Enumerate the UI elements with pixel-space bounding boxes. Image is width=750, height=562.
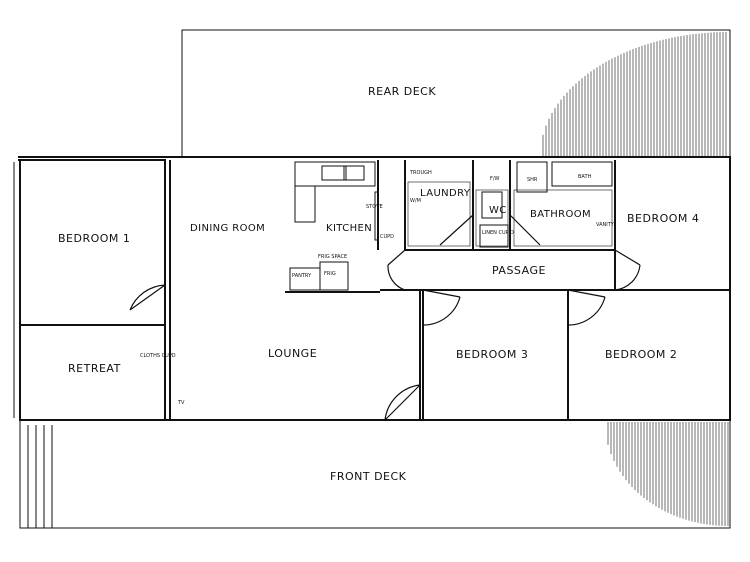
pantry [289,267,321,291]
label-wc: WC [489,205,507,216]
label-frig: FRIG [324,271,336,277]
kitchen-bench-return [294,185,316,223]
bedroom-1-walls [20,159,166,326]
bath [551,161,613,187]
label-pantry: PANTRY [292,273,312,279]
sink-bowl-1 [321,165,347,181]
label-lounge: LOUNGE [268,347,317,360]
label-bedroom-3: BEDROOM 3 [456,348,528,361]
door-bedroom-4 [614,249,641,291]
door-laundry [439,214,474,246]
front-deck-steps [27,425,53,528]
label-wm: W/M [410,198,421,204]
front-deck [19,420,731,529]
stove-bench [374,191,379,241]
interior-walls [20,159,730,420]
laundry-tile-area [407,181,471,247]
label-stove: STOVE [366,204,383,210]
label-front-deck: FRONT DECK [330,470,407,483]
label-vanity: VANITY [596,222,615,228]
sink-bowl-2 [343,165,365,181]
linen-cupboard [479,224,509,248]
wc-tile-area [475,189,509,247]
shower [516,161,548,193]
label-bedroom-4: BEDROOM 4 [627,212,699,225]
label-shr: SHR [527,177,538,183]
door-bedroom-2 [567,289,606,326]
label-bedroom-1: BEDROOM 1 [58,232,130,245]
label-trough: TROUGH [409,170,432,176]
door-passage-west [387,249,406,291]
label-retreat: RETREAT [68,362,121,375]
front-deck-hatching [607,422,729,526]
label-bedroom-2: BEDROOM 2 [605,348,677,361]
label-passage: PASSAGE [492,264,546,277]
label-dining-room: DINING ROOM [190,223,265,234]
door-bathroom [509,214,541,246]
door-front [384,384,421,421]
label-linen-cupd: LINEN CUP'D [482,230,514,236]
rear-deck-hatching [542,32,727,157]
fixtures [289,161,613,291]
label-cupd: CUPD [380,234,394,240]
kitchen-bench [294,161,376,187]
label-frig-space: FRIG SPACE [318,254,347,260]
label-fw: F/W [490,176,500,182]
outer-wall [18,156,731,421]
label-tv: TV [177,400,185,406]
bathroom-tile-area [513,189,613,247]
label-laundry: LAUNDRY [420,188,471,199]
rear-deck-outline [181,29,731,157]
label-bath: BATH [578,174,592,180]
door-bedroom-3 [422,289,461,326]
label-cloths-cupd: CLOTHS CUPD [140,353,176,359]
doors [129,214,641,421]
house-outline [13,156,731,421]
rear-deck [181,29,731,157]
label-kitchen: KITCHEN [326,223,372,234]
frig [319,261,349,291]
toilet [481,191,503,219]
door-bedroom-1 [129,284,166,311]
label-bathroom: BATHROOM [530,209,591,220]
fixture-labels: STOVE CUPD PANTRY FRIG FRIG SPACE TROUGH… [140,170,615,406]
room-labels: REAR DECK BEDROOM 1 DINING ROOM KITCHEN … [58,85,699,483]
label-rear-deck: REAR DECK [368,85,436,98]
